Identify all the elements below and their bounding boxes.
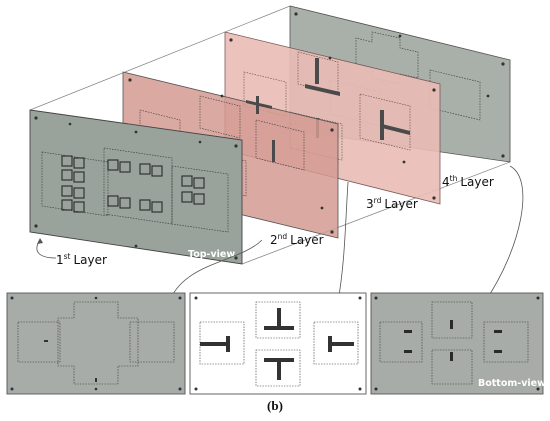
bottom-view-label: Bottom-view [478, 378, 546, 389]
layer-1-board: Top-view [29, 109, 243, 265]
panel-layer-4-flat: Bottom-view [370, 292, 546, 395]
panel-layer-1-flat [6, 292, 186, 395]
panel-layer-3-flat [189, 292, 367, 395]
connector-arrows [169, 165, 524, 303]
top-view-label: Top-view [188, 249, 235, 260]
figure-caption: (b) [267, 398, 283, 413]
